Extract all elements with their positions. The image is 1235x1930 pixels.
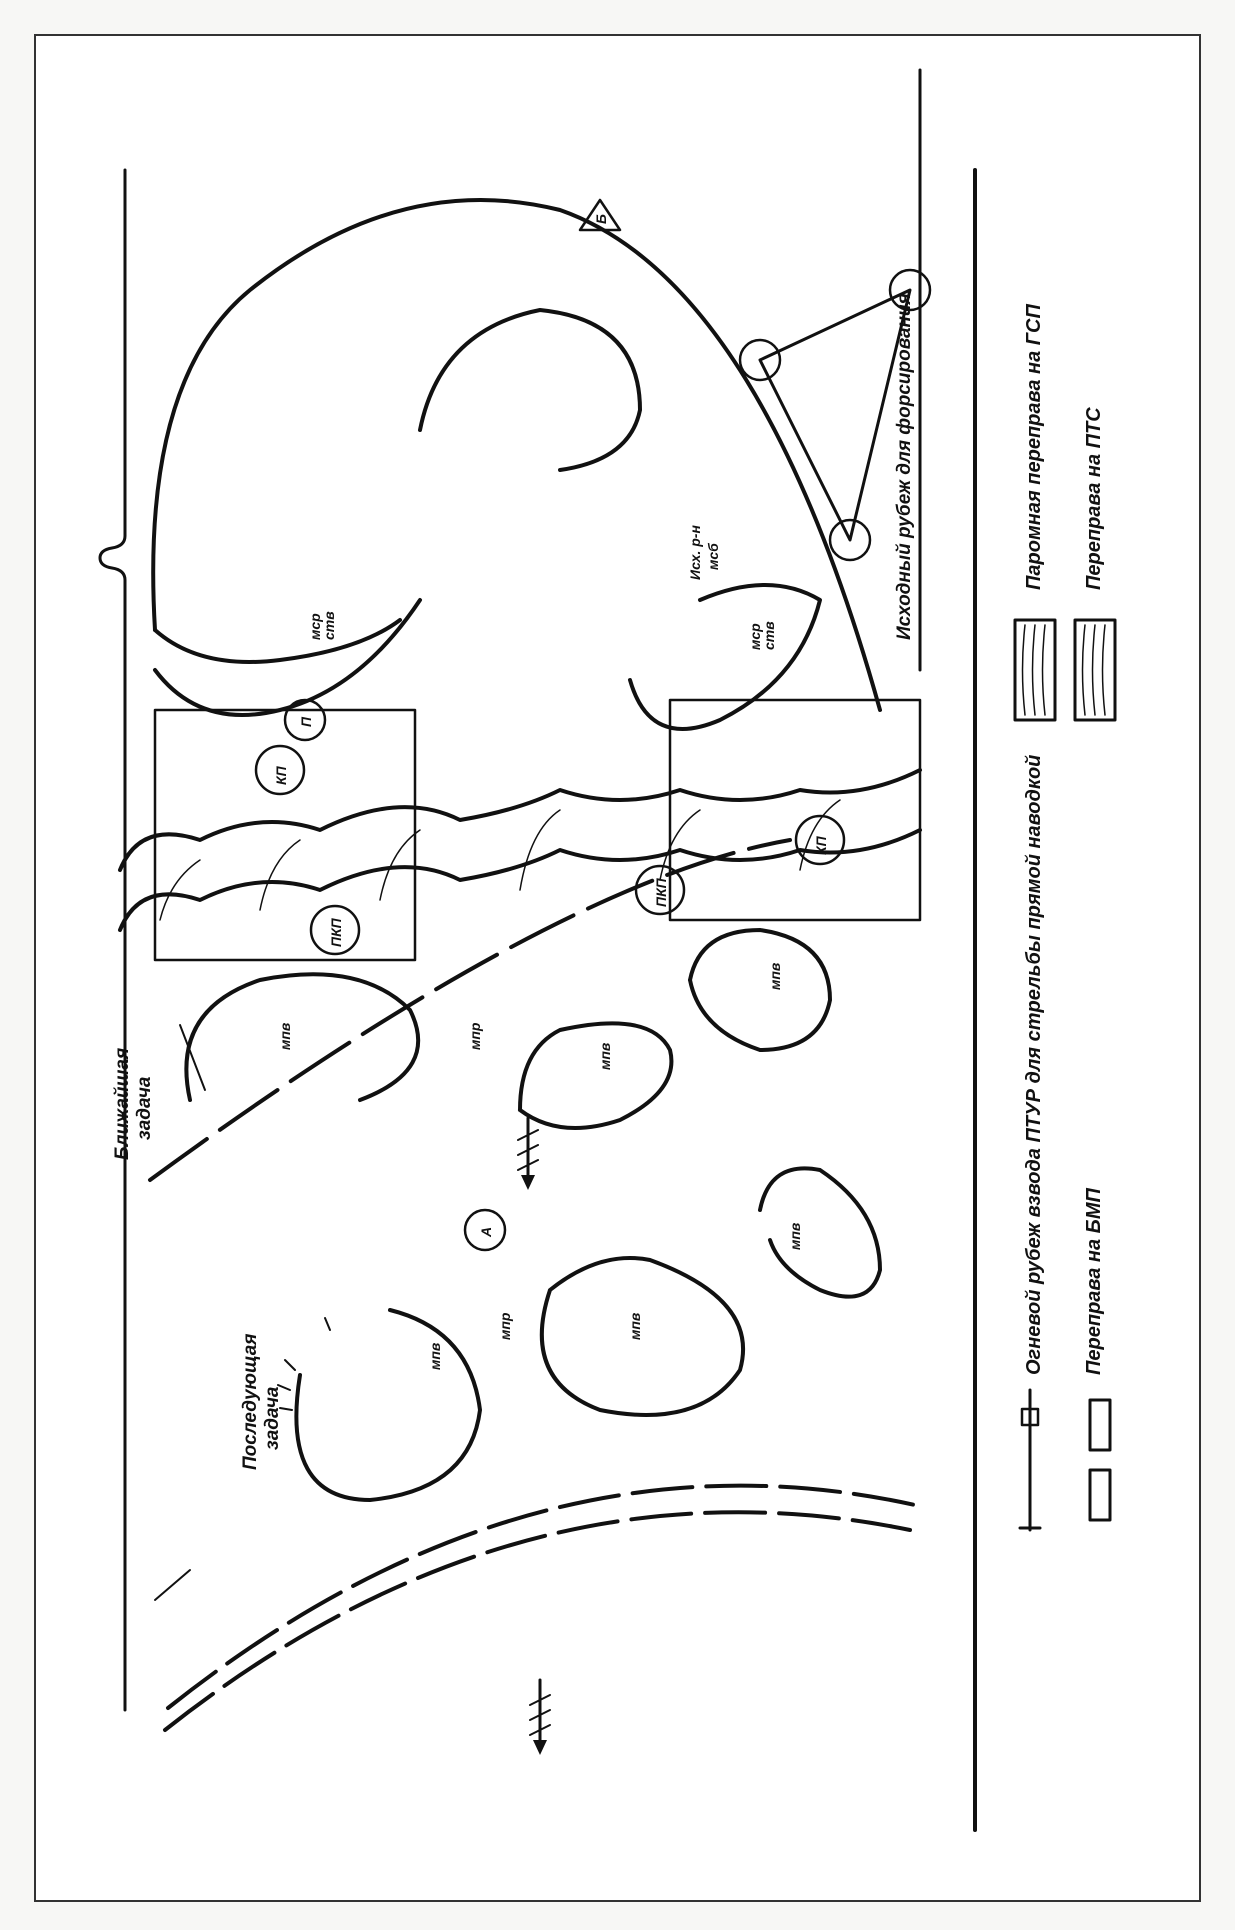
legend-ptur-symbol — [1018, 1388, 1042, 1532]
legend-pts-symbol — [1073, 618, 1117, 722]
pkp-circle-1: ПКП — [309, 904, 361, 956]
pkp-circle-2: ПКП — [634, 864, 686, 916]
mpv-label-1: мпв — [427, 1342, 443, 1370]
legend-ptur-line: Огневой рубеж взвода ПТУР для стрельбы п… — [1023, 755, 1045, 1375]
reserve-area — [418, 308, 642, 472]
mpv-label-5: мпв — [597, 1042, 613, 1070]
svg-text:А: А — [478, 1227, 494, 1238]
platoon-area-3 — [758, 1166, 882, 1299]
front-line — [98, 168, 127, 1712]
assembly-company-1 — [153, 598, 422, 717]
mpv-label-2: мпв — [627, 1312, 643, 1340]
b-triangle: Б — [578, 198, 622, 232]
immediate-task-label: Ближайшая задача — [112, 1043, 155, 1160]
platoon-area-1 — [277, 1308, 482, 1502]
legend: Огневой рубеж взвода ПТУР для стрельбы п… — [1013, 304, 1117, 1532]
ferry-triangle — [738, 268, 932, 562]
platoon-area-6 — [688, 928, 832, 1052]
svg-text:КП: КП — [273, 765, 289, 785]
platoon-area-4 — [184, 972, 421, 1102]
bridgehead-box-2 — [668, 698, 922, 922]
svg-text:П: П — [298, 716, 314, 727]
legend-gsp-ferry: Паромная переправа на ГСП — [1023, 304, 1045, 590]
river — [118, 768, 922, 932]
legend-gsp-symbol — [1013, 618, 1057, 722]
svg-text:Б: Б — [593, 214, 609, 224]
p-circle: П — [283, 698, 327, 742]
immediate-task-line — [148, 838, 792, 1190]
msr-label-1: мср — [307, 613, 323, 640]
mpv-label-6: мпв — [767, 962, 783, 990]
svg-text:ПКП: ПКП — [653, 877, 669, 907]
next-task-label: Последующая задача — [240, 1328, 283, 1470]
legend-pts-crossing: Переправа на ПТС — [1083, 407, 1105, 590]
stv-label-1: ств — [321, 611, 337, 640]
mpv-label-3: мпв — [787, 1222, 803, 1250]
legend-bmp-symbol — [1088, 1398, 1112, 1522]
start-line-label: Исходный рубеж для форсирования — [894, 293, 915, 640]
assembly-area — [151, 198, 882, 712]
svg-text:КП: КП — [813, 835, 829, 855]
kp-circle-2: КП — [794, 814, 846, 866]
assembly-company-2 — [628, 583, 822, 731]
mpr-label-1: мпр — [497, 1312, 513, 1340]
svg-text:ПКП: ПКП — [328, 917, 344, 947]
mpv-label-4: мпв — [277, 1022, 293, 1050]
platoon-area-2 — [539, 1256, 746, 1417]
next-task-line — [163, 1483, 917, 1755]
a-triangle: А — [463, 1208, 507, 1252]
assembly-area-label: Исх. р-н мсб — [687, 521, 721, 580]
legend-bmp-crossing: Переправа на БМП — [1083, 1188, 1105, 1375]
mpr-label-2: мпр — [467, 1022, 483, 1050]
kp-circle-1: КП — [254, 744, 306, 796]
stv-label-2: ств — [761, 621, 777, 650]
platoon-area-5 — [518, 1021, 674, 1130]
msr-label-2: мср — [747, 623, 763, 650]
